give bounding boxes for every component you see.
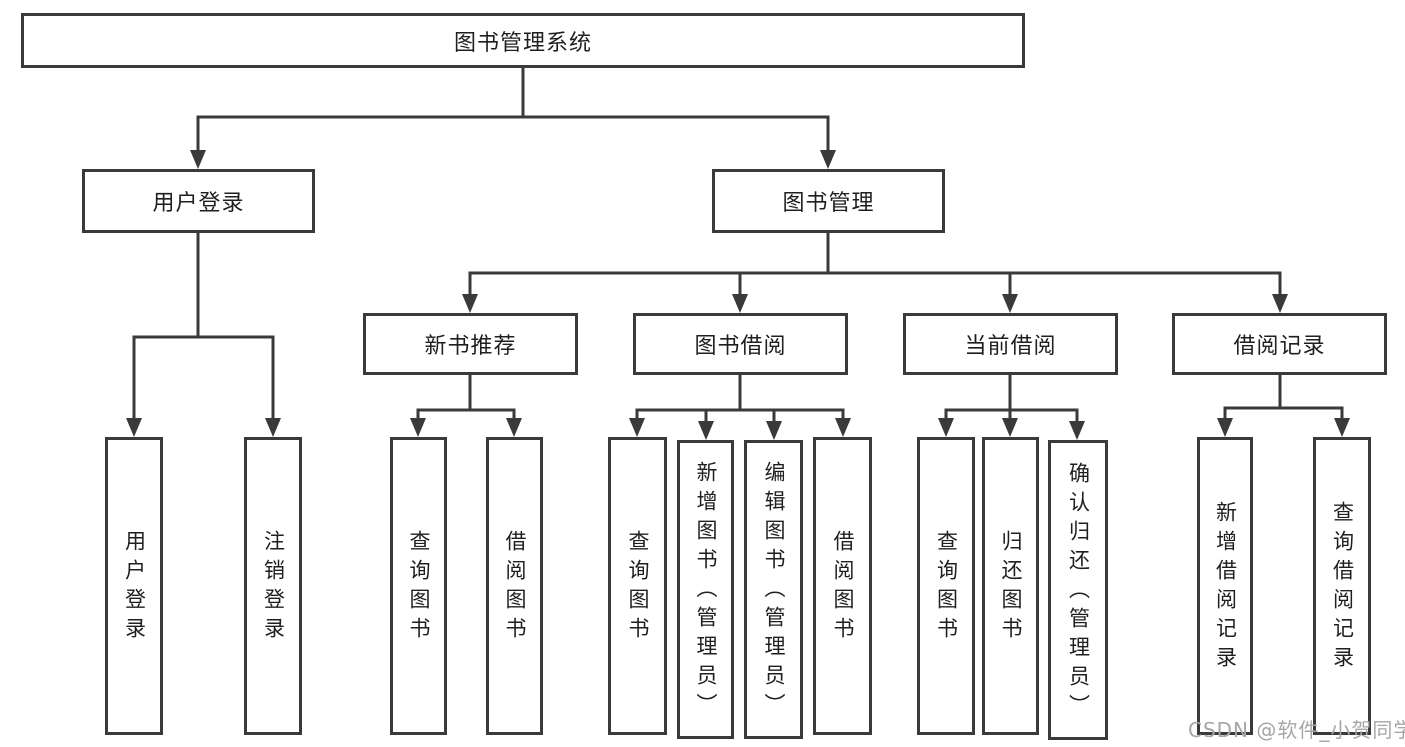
node-leaf-return-books: 归还图书 <box>982 437 1039 735</box>
node-user-login: 用户登录 <box>82 169 315 233</box>
node-book-management: 图书管理 <box>712 169 945 233</box>
node-leaf-confirm-return-admin: 确认归还（管理员） <box>1048 440 1108 740</box>
node-leaf-borrow-books-recommend: 借阅图书 <box>486 437 543 735</box>
node-current-borrowing: 当前借阅 <box>903 313 1118 375</box>
node-leaf-add-borrowing-record: 新增借阅记录 <box>1197 437 1253 735</box>
node-leaf-query-books-recommend: 查询图书 <box>390 437 447 735</box>
node-leaf-query-books-borrowing: 查询图书 <box>608 437 667 735</box>
node-leaf-borrow-books-borrowing: 借阅图书 <box>813 437 872 735</box>
node-new-book-recommendation: 新书推荐 <box>363 313 578 375</box>
node-book-borrowing: 图书借阅 <box>633 313 848 375</box>
node-borrowing-records: 借阅记录 <box>1172 313 1387 375</box>
node-leaf-user-login: 用户登录 <box>105 437 163 735</box>
node-leaf-logout: 注销登录 <box>244 437 302 735</box>
csdn-watermark: CSDN @软件_小贺同学 <box>1188 718 1405 742</box>
node-leaf-edit-books-admin: 编辑图书（管理员） <box>744 440 803 739</box>
node-leaf-query-books-current: 查询图书 <box>917 437 975 735</box>
node-leaf-add-books-admin: 新增图书（管理员） <box>677 440 734 739</box>
node-leaf-query-borrowing-record: 查询借阅记录 <box>1313 437 1371 735</box>
node-library-management-system: 图书管理系统 <box>21 13 1025 68</box>
